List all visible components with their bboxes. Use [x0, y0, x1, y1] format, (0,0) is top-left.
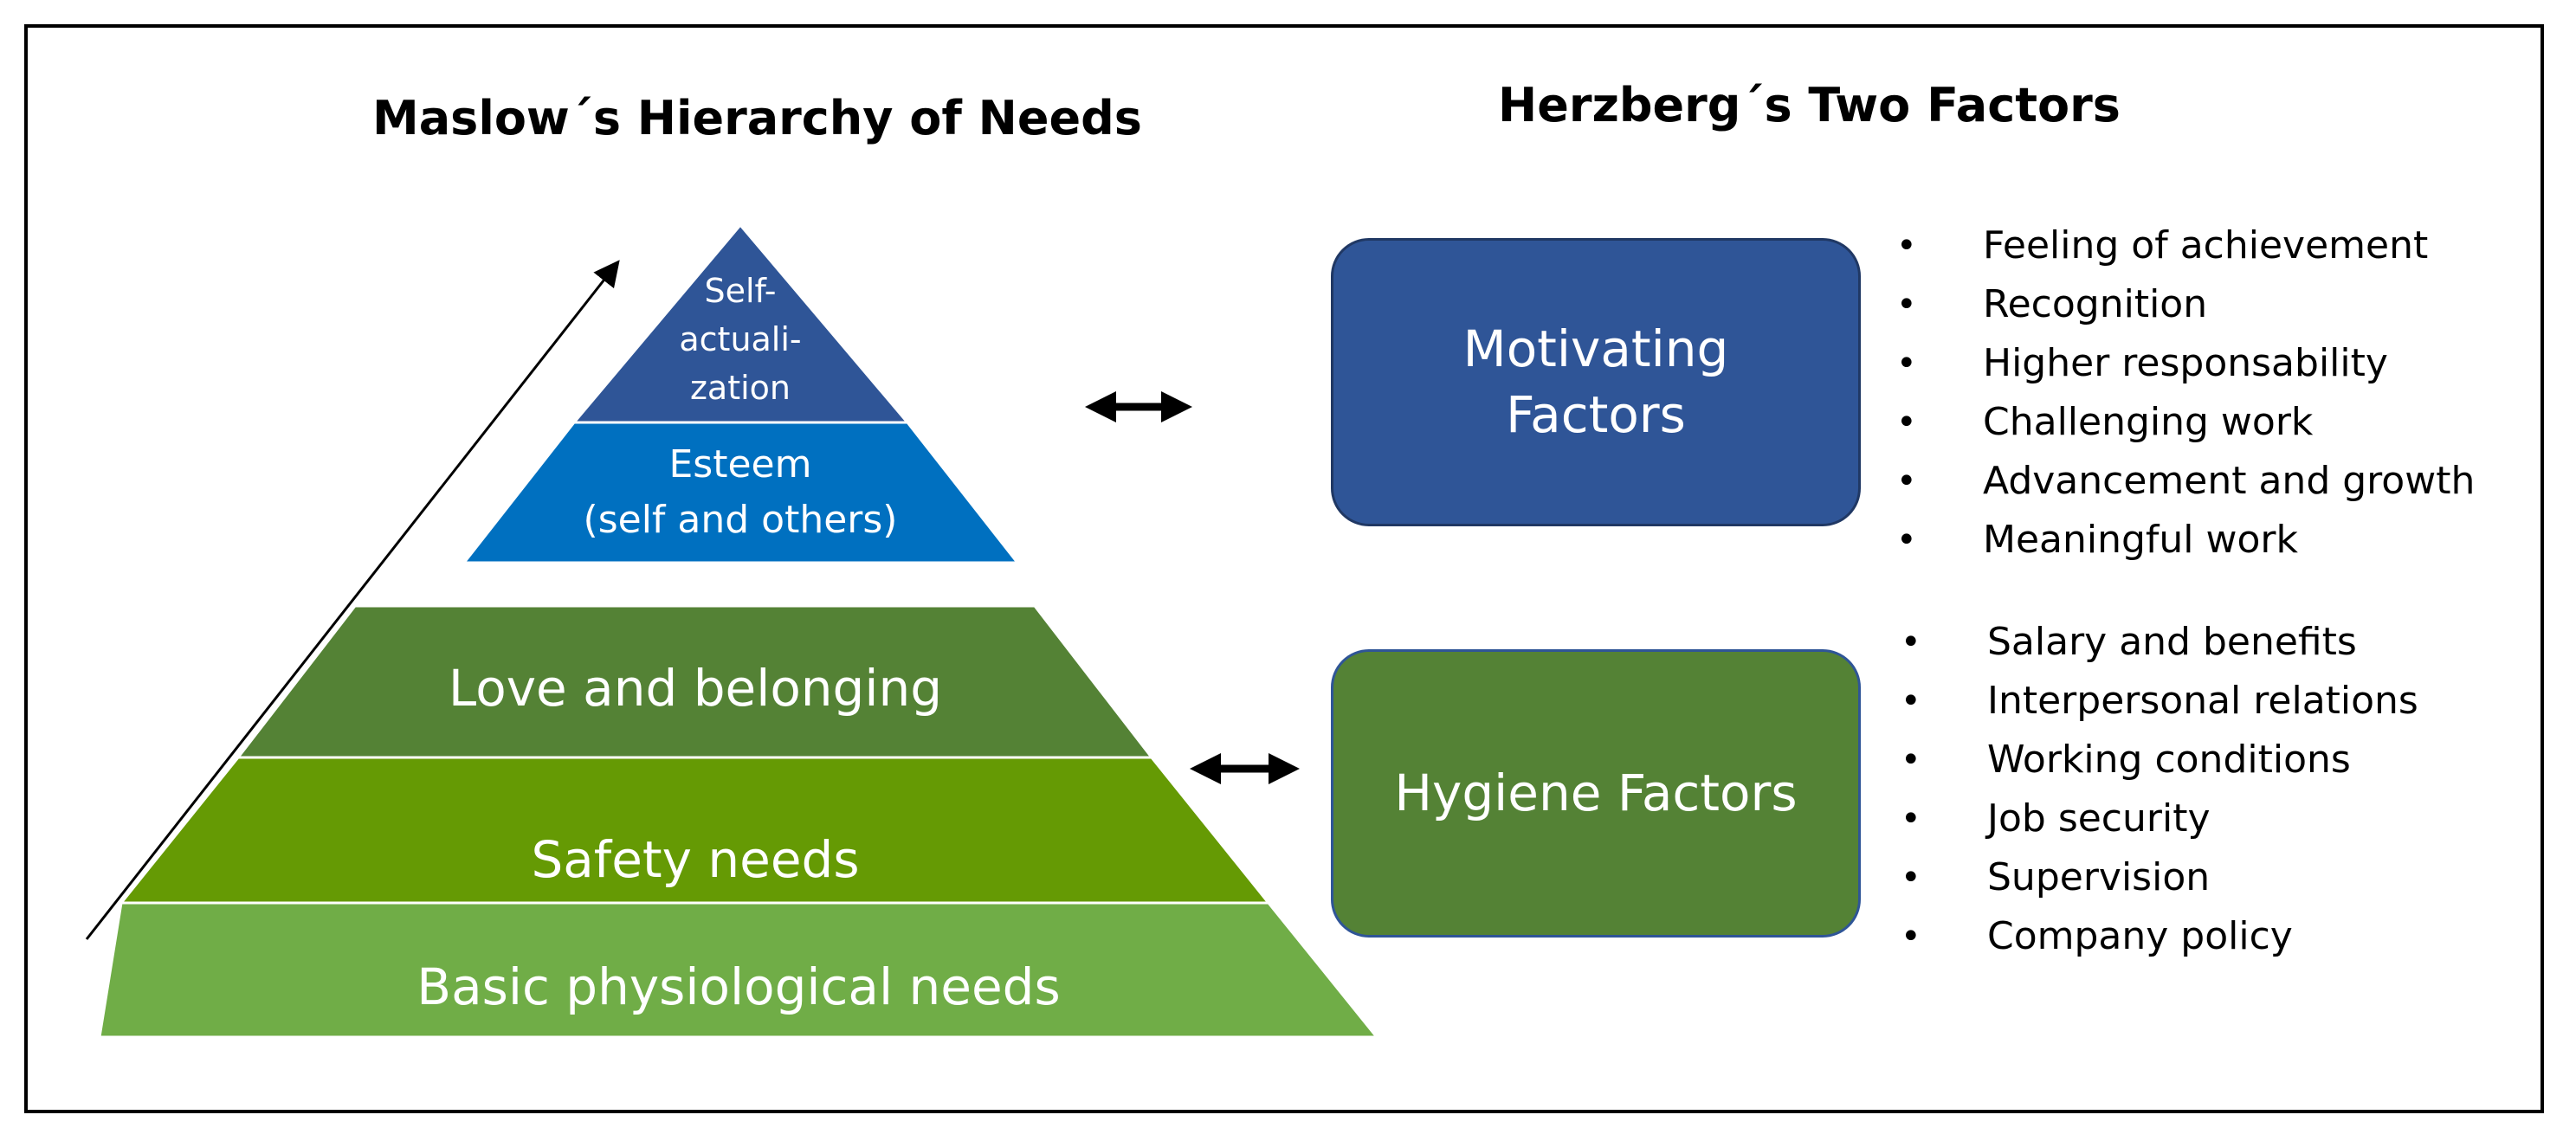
- hygiene-factors-label: Hygiene Factors: [1394, 763, 1798, 822]
- physiological-needs-label: Basic physiological needs: [416, 957, 1061, 1016]
- pyramid-level-physiological: [98, 901, 1380, 1039]
- list-item: Interpersonal relations: [1901, 672, 2418, 731]
- list-item: Recognition: [1896, 275, 2475, 334]
- list-item: Working conditions: [1901, 731, 2418, 789]
- list-item: Supervision: [1901, 848, 2418, 907]
- self-actualization-label: Self- actuali- zation: [679, 272, 802, 407]
- list-item: Company policy: [1901, 907, 2418, 966]
- safety-needs-label: Safety needs: [531, 830, 860, 889]
- hygiene-factors-list: Salary and benefits Interpersonal relati…: [1901, 613, 2418, 966]
- list-item: Salary and benefits: [1901, 613, 2418, 672]
- list-item: Feeling of achievement: [1896, 216, 2475, 275]
- love-belonging-label: Love and belonging: [448, 659, 943, 718]
- hygiene-factors-box: Hygiene Factors: [1331, 649, 1861, 938]
- list-item: Meaningful work: [1896, 511, 2475, 570]
- pyramid-level-esteem: [461, 421, 1021, 564]
- maslow-title: Maslow´s Hierarchy of Needs: [372, 91, 1142, 145]
- list-item: Higher responsability: [1896, 334, 2475, 393]
- list-item: Challenging work: [1896, 393, 2475, 452]
- progression-arrow: [85, 260, 620, 940]
- motivating-factors-box: Motivating Factors: [1331, 238, 1861, 526]
- motivating-factors-list: Feeling of achievement Recognition Highe…: [1896, 216, 2475, 570]
- motivating-factors-label: Motivating Factors: [1462, 319, 1729, 444]
- herzberg-title: Herzberg´s Two Factors: [1498, 78, 2121, 132]
- list-item: Advancement and growth: [1896, 452, 2475, 511]
- list-item: Job security: [1901, 789, 2418, 848]
- esteem-label: Esteem (self and others): [583, 442, 898, 542]
